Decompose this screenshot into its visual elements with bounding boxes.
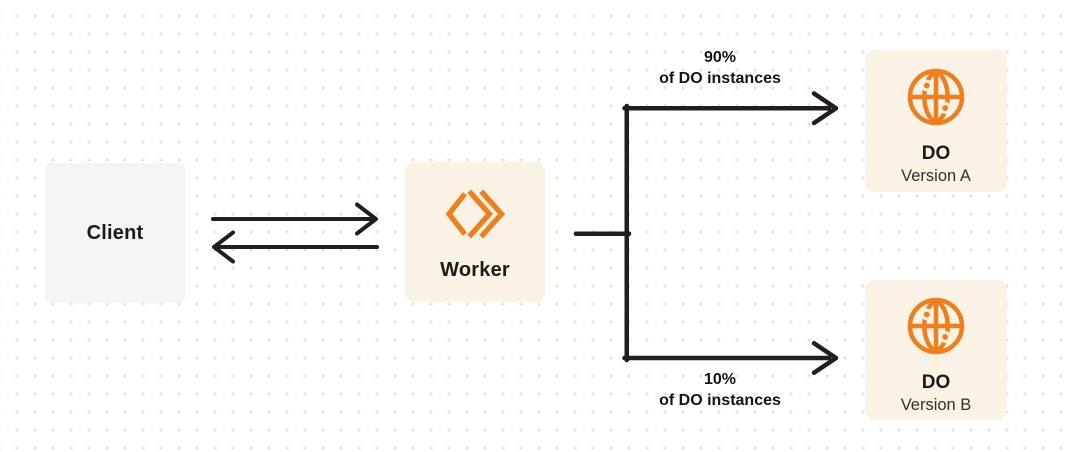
globe-icon	[904, 294, 968, 363]
globe-icon	[904, 65, 968, 134]
worker-to-client-arrow	[212, 230, 379, 264]
do-version-b-title: DO	[921, 372, 951, 393]
do-version-b-node: DO Version B	[865, 280, 1007, 420]
arrow-to-do-version-b	[622, 341, 839, 375]
do-version-a-subtitle: Version A	[901, 167, 971, 185]
traffic-split-label-bottom: 10% of DO instances	[614, 369, 826, 411]
client-to-worker-arrow	[211, 202, 378, 236]
worker-node: Worker	[405, 162, 545, 302]
do-version-b-subtitle: Version B	[900, 396, 972, 414]
arrow-to-do-version-a	[622, 91, 839, 126]
worker-split-connector	[573, 103, 632, 363]
do-version-a-title: DO	[921, 143, 951, 164]
client-label: Client	[86, 221, 144, 244]
worker-label: Worker	[440, 258, 510, 281]
do-version-a-node: DO Version A	[865, 50, 1007, 192]
client-node: Client	[45, 163, 185, 303]
traffic-caption-b: of DO instances	[659, 392, 781, 409]
traffic-percent-a: 90%	[703, 49, 737, 66]
cloudflare-workers-icon	[445, 187, 506, 246]
traffic-caption-a: of DO instances	[659, 70, 781, 87]
traffic-split-label-top: 90% of DO instances	[614, 47, 826, 89]
traffic-percent-b: 10%	[703, 371, 737, 388]
